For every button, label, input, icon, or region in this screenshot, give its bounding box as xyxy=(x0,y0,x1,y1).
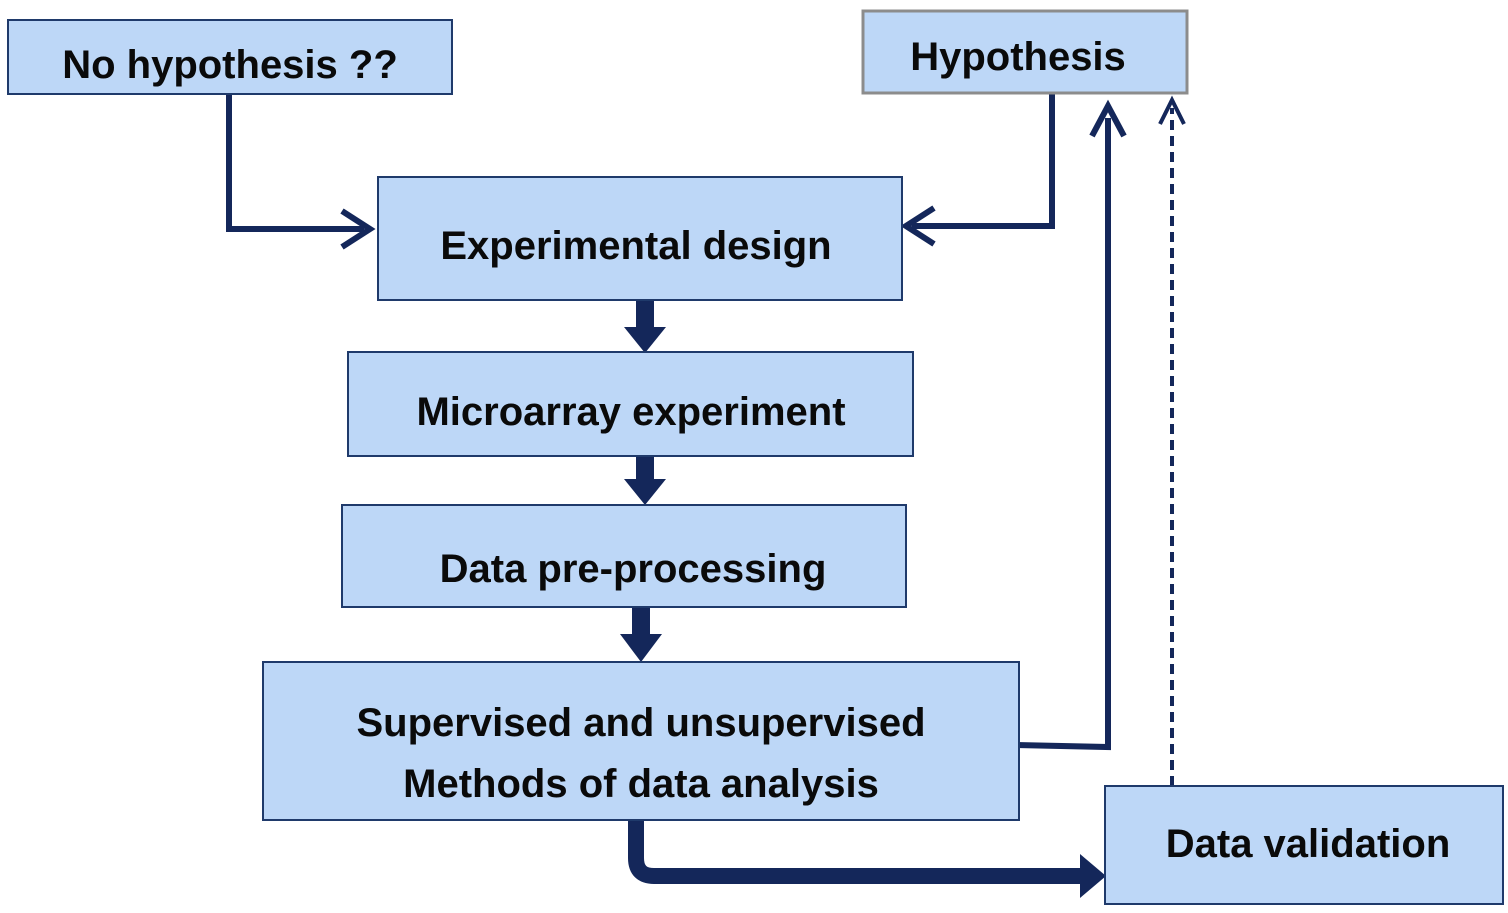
node-analysis-label-line2: Methods of data analysis xyxy=(403,762,879,806)
edge-analysis-to-hypothesis xyxy=(1013,99,1127,751)
node-data-preprocessing: Data pre-processing xyxy=(341,504,907,608)
node-microarray-experiment: Microarray experiment xyxy=(347,351,914,457)
node-experimental-design-label: Experimental design xyxy=(440,224,831,268)
node-analysis: Supervised and unsupervised Methods of d… xyxy=(262,661,1020,821)
node-experimental-design: Experimental design xyxy=(377,176,903,301)
node-hypothesis-label: Hypothesis xyxy=(910,35,1126,79)
node-no-hypothesis-label: No hypothesis ?? xyxy=(62,43,398,87)
node-hypothesis: Hypothesis xyxy=(861,9,1189,95)
edge-analysis-to-validation xyxy=(628,820,1106,898)
edge-validation-to-hypothesis xyxy=(1158,95,1186,786)
node-data-validation: Data validation xyxy=(1104,785,1504,905)
node-data-preprocessing-label: Data pre-processing xyxy=(440,547,827,591)
node-data-validation-label: Data validation xyxy=(1166,822,1451,866)
node-analysis-label-line1: Supervised and unsupervised xyxy=(356,701,925,745)
edge-preprocessing-to-analysis xyxy=(620,608,662,662)
edge-hypothesis-to-experimental-design xyxy=(900,94,1055,247)
edge-microarray-to-preprocessing xyxy=(624,457,666,505)
node-microarray-experiment-label: Microarray experiment xyxy=(416,390,845,434)
edge-design-to-microarray xyxy=(624,301,666,353)
node-no-hypothesis: No hypothesis ?? xyxy=(7,19,453,95)
edge-no-hypothesis-to-experimental-design xyxy=(226,94,376,250)
